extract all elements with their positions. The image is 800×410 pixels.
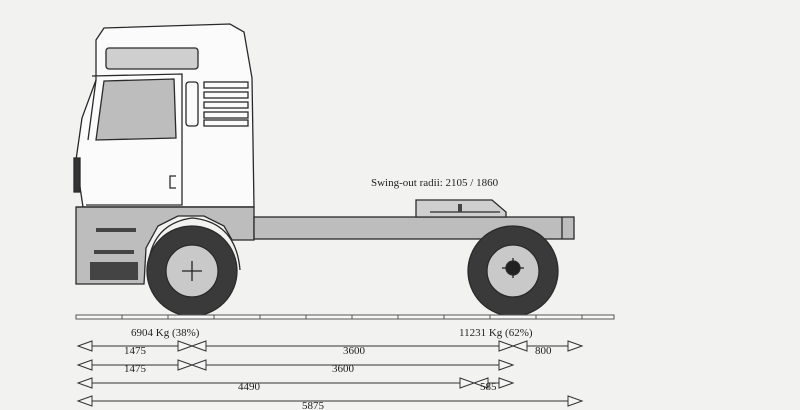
- cab-a-pillar: [87, 79, 97, 141]
- dimension-5875: 5875: [302, 400, 325, 410]
- dimension-row-2: 1475 3600: [76, 359, 515, 375]
- dimension-row-1: 1475 3600 800: [76, 340, 584, 357]
- ground-line: [75, 314, 615, 320]
- cab-light-lower: [94, 250, 134, 254]
- dimension-3600-a: 3600: [343, 345, 366, 357]
- dimension-1475-b: 1475: [124, 363, 147, 375]
- rear-wheel[interactable]: [467, 225, 559, 317]
- dimension-3600-b: 3600: [332, 363, 355, 375]
- cab-door-handle: [185, 81, 199, 127]
- cab-mirror: [73, 157, 81, 193]
- cab-vent-grille: [203, 81, 249, 127]
- cab-bumper-dark: [90, 262, 138, 280]
- front-axle-cross: [182, 261, 202, 281]
- cab-roof-panel: [105, 47, 199, 70]
- cab-step-mark: [169, 175, 176, 189]
- dimension-585: 585: [480, 381, 497, 393]
- swing-out-radii-label: Swing-out radii: 2105 / 1860: [371, 177, 499, 189]
- dimension-1475-a: 1475: [124, 345, 147, 357]
- cab-light-upper: [96, 228, 136, 232]
- truck-cab: [73, 23, 255, 285]
- dimension-row-4: 5875: [76, 395, 584, 410]
- dimension-800: 800: [535, 345, 552, 357]
- rear-axle-load-label: 11231 Kg (62%): [459, 327, 533, 339]
- cab-side-window: [95, 78, 177, 141]
- fifth-wheel-pin: [458, 204, 462, 212]
- cab-door: [86, 73, 183, 206]
- front-wheel-arch: [147, 217, 241, 271]
- front-axle-load-label: 6904 Kg (38%): [131, 327, 200, 339]
- dimension-row-3: 4490 585: [76, 377, 515, 393]
- front-wheel[interactable]: [146, 225, 238, 317]
- dimension-4490: 4490: [238, 381, 261, 393]
